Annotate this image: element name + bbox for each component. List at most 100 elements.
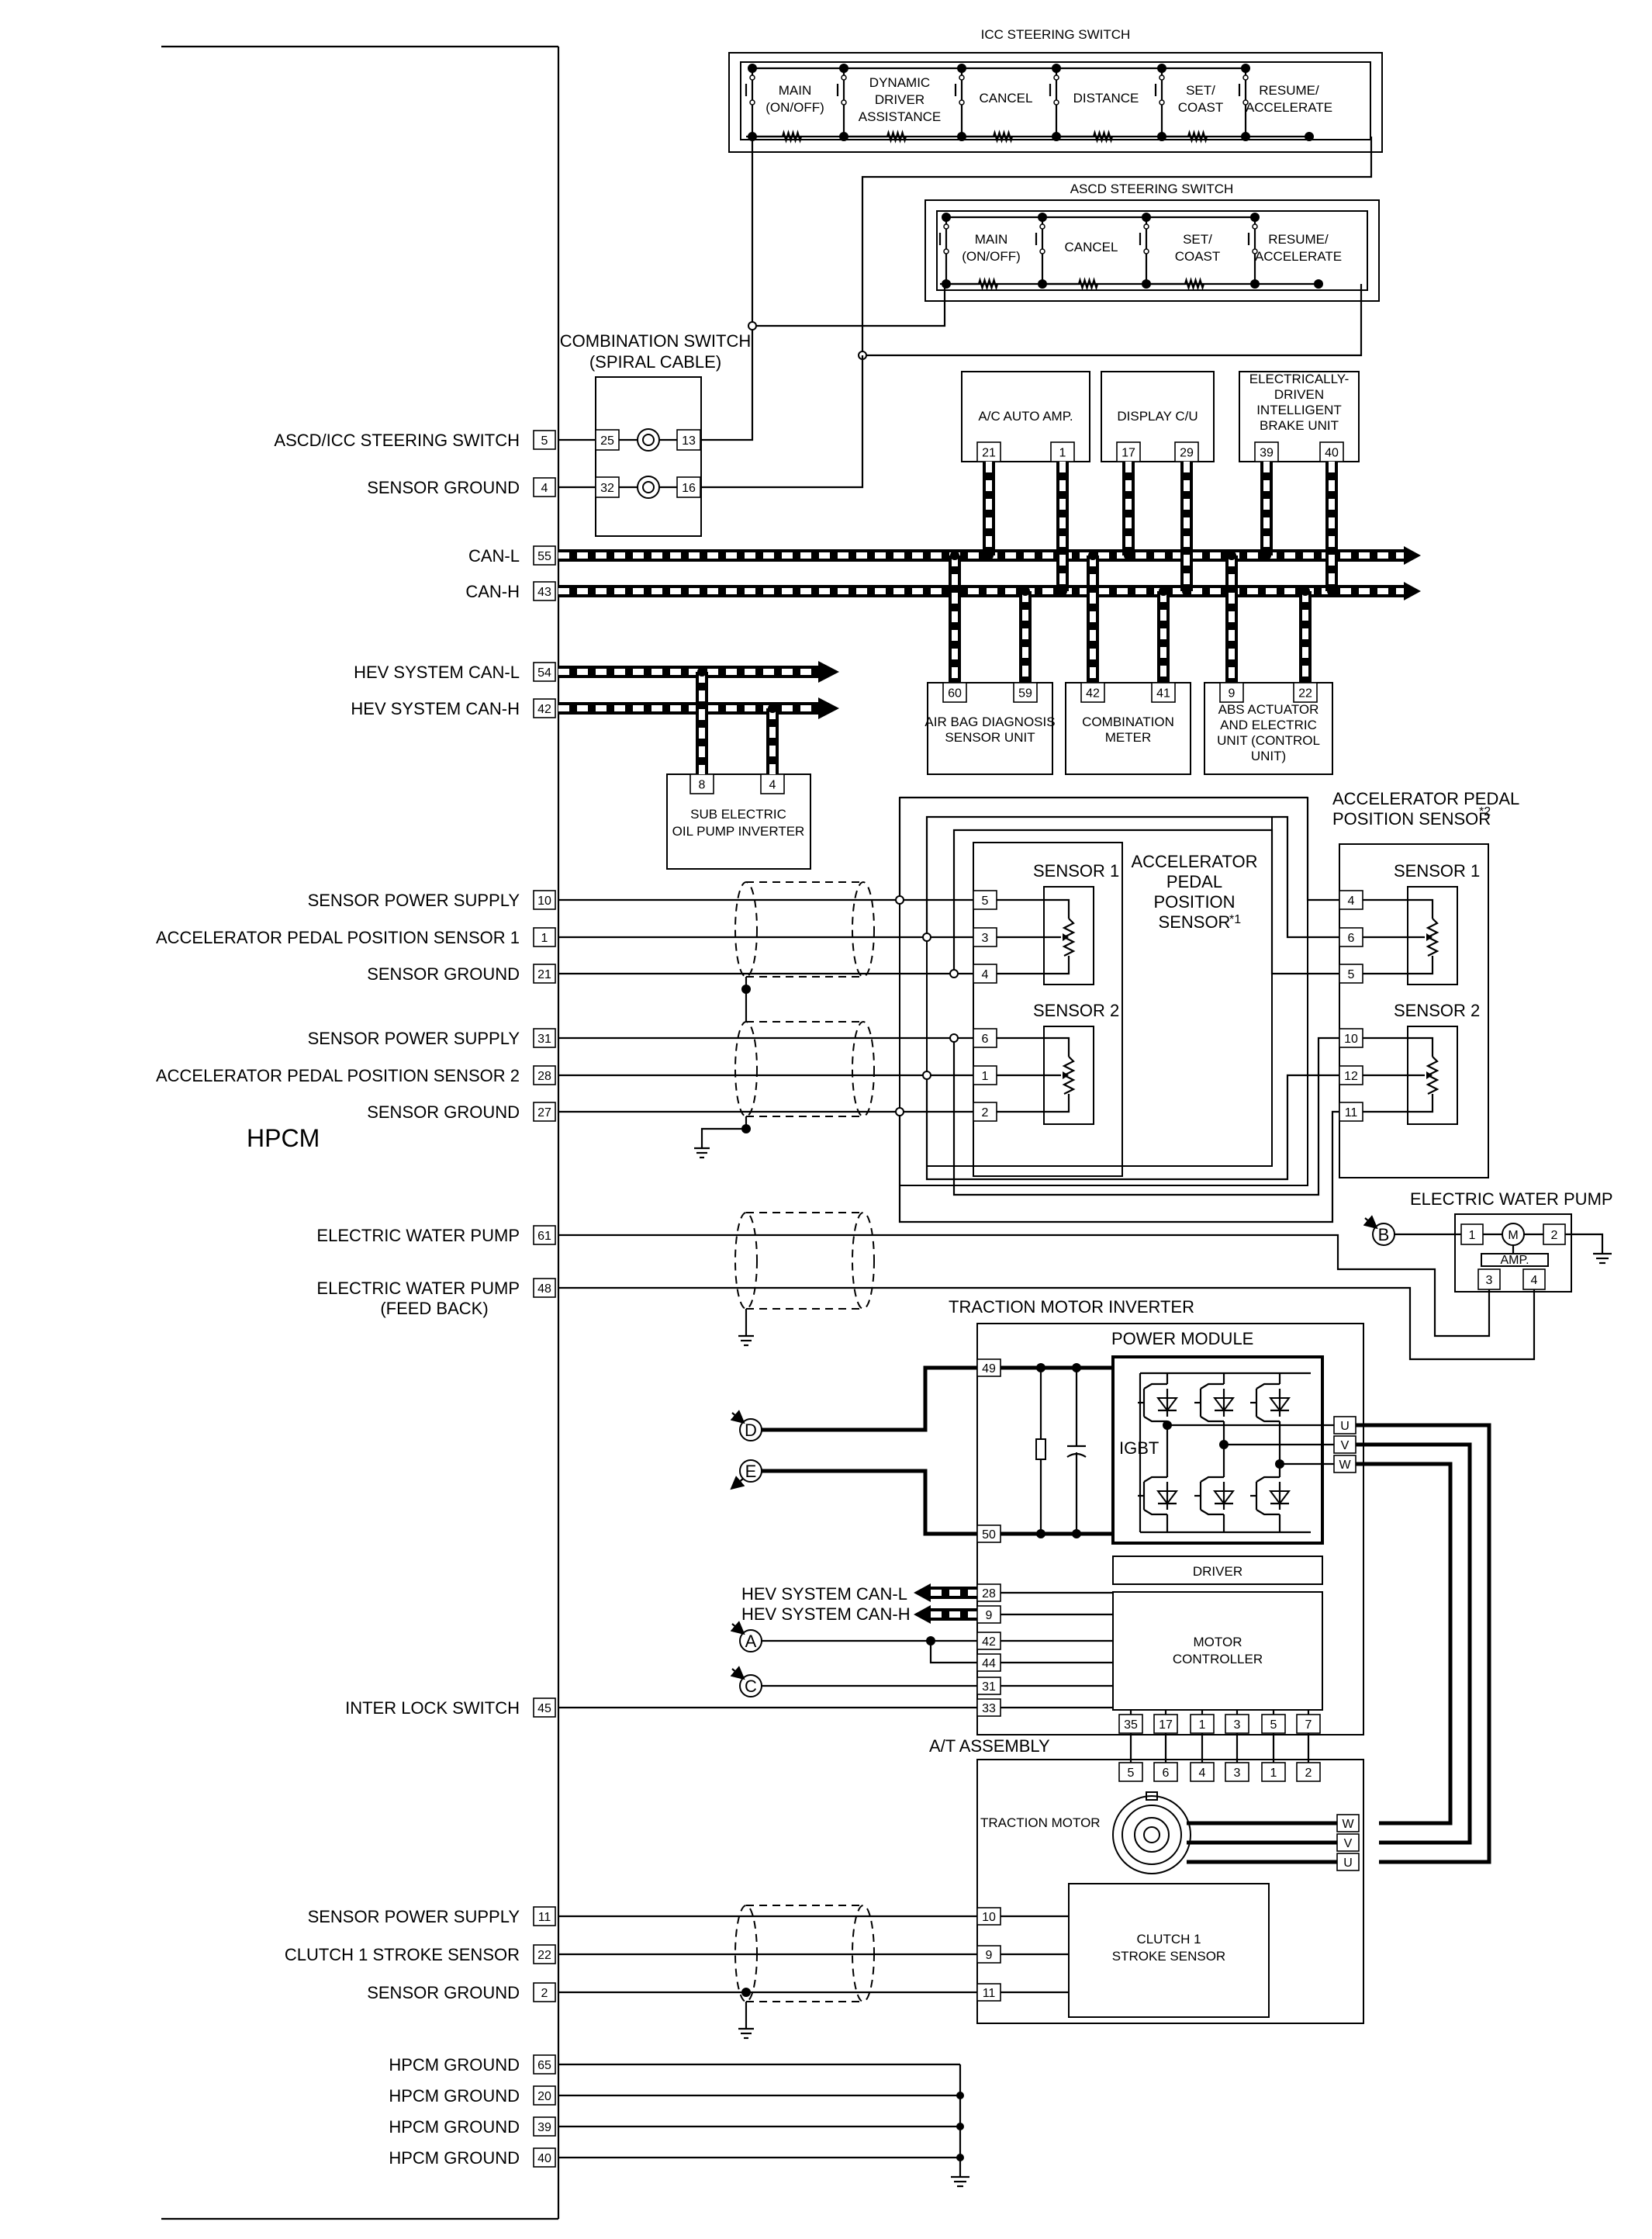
icc_switch-button-5-line-0: RESUME/: [1259, 83, 1319, 98]
wire: [1200, 1416, 1224, 1423]
hpcm-pin-21-label: SENSOR GROUND: [367, 964, 520, 984]
wire: [1356, 1423, 1491, 1864]
junction-dot: [949, 1033, 959, 1043]
arrow-left: [914, 1605, 931, 1624]
inv-U: U: [1340, 1420, 1350, 1433]
app1-sensor1-label: SENSOR 1: [1033, 861, 1119, 881]
can-unit-2-pin-40: 40: [1325, 447, 1339, 460]
app1-title-line-0: ACCELERATOR: [1131, 852, 1257, 871]
junction-dot: [741, 1124, 751, 1133]
app2-s2-pin-12-box: [1339, 1065, 1363, 1085]
app1-s2-pin-1: 1: [982, 1070, 989, 1083]
wire: [1044, 1036, 1070, 1057]
wire: [1256, 1509, 1280, 1516]
hpcm-pin-5: 5: [541, 434, 548, 448]
traction-motor-symbol: [1121, 1805, 1182, 1865]
wire: [1356, 1462, 1453, 1825]
inv-V-box: [1333, 1435, 1357, 1454]
icc_switch-switch-pin: [1053, 99, 1059, 106]
can-tap: [984, 551, 994, 560]
hpcm-pin-28-box: [533, 1065, 556, 1085]
wire: [1200, 1476, 1224, 1483]
can-unit-1-pin-29: 29: [1180, 447, 1194, 460]
icc_switch-switch-pin: [749, 74, 755, 81]
can-unit-b-1-pin-41: 41: [1156, 687, 1170, 701]
motor-controller-label-line-1: CONTROLLER: [1173, 1652, 1263, 1666]
junction-dot: [1072, 1363, 1081, 1372]
wire: [925, 1074, 1339, 1181]
ascd_switch-switch-pin: [1039, 248, 1045, 254]
resistor: [1184, 277, 1205, 291]
icc_switch-switch-pin: [1242, 74, 1249, 81]
wire: [700, 1116, 748, 1148]
icc_switch-button-5-line-1: ACCELERATE: [1246, 100, 1332, 115]
hpcm-pin-21: 21: [537, 968, 551, 981]
hpcm-pin-42-label: HEV SYSTEM CAN-H: [351, 699, 520, 718]
app2-title-sup: *2: [1479, 805, 1491, 818]
hpcm-pin-11-box: [533, 1906, 556, 1926]
wire: [1256, 1383, 1280, 1389]
hpcm-pin-55-box: [533, 545, 556, 566]
can-unit-2-pin-39: 39: [1260, 447, 1274, 460]
can-unit-0-name-line-0: A/C AUTO AMP.: [978, 409, 1073, 424]
hpcm-pin-4-box: [533, 477, 556, 497]
icc_switch-switch-pin: [1159, 99, 1165, 106]
hpcm-module: HPCM: [161, 45, 560, 2220]
clutch-sensor-label-line-0: CLUTCH 1: [1136, 1932, 1201, 1947]
wire: [1143, 1416, 1167, 1423]
app1-s1-pin-5-box: [973, 890, 997, 910]
app2-s2-pin-10-box: [1339, 1028, 1363, 1048]
resistor: [781, 130, 803, 144]
hpcm-pin-61-box: [533, 1225, 556, 1245]
wire: [762, 1469, 977, 1536]
hpcm-pin-20: 20: [537, 2090, 551, 2103]
hpcm-pin-1: 1: [541, 932, 548, 945]
inv-bottom-pin-5: 5: [1270, 1718, 1277, 1732]
hpcm-pin-39: 39: [537, 2121, 551, 2134]
wire: [1143, 1383, 1167, 1389]
can-unit-b-1-pin-42: 42: [1086, 687, 1100, 701]
can-unit-b-2-name-line-3: UNIT): [1251, 749, 1286, 763]
junction-dot: [1275, 1459, 1284, 1469]
wire: [1044, 1094, 1070, 1113]
arrow-left: [914, 1583, 931, 1602]
can-tap: [1124, 551, 1133, 560]
wire: [1356, 1442, 1472, 1845]
can-unit-1: [1101, 371, 1215, 462]
hpcm-pin-43-box: [533, 581, 556, 601]
hpcm-pin-22-box: [533, 1944, 556, 1964]
can-unit-b-2-name-line-0: ABS ACTUATOR: [1218, 702, 1319, 717]
hpcm-pin-65: 65: [537, 2059, 551, 2072]
resistor: [1092, 130, 1114, 144]
inv-pin-33: 33: [982, 1702, 996, 1715]
igbt-diode: [1213, 1490, 1235, 1505]
wire: [1143, 1509, 1167, 1516]
ascd_switch-switch-node: [1250, 213, 1260, 222]
wiper-arrow: [1063, 1071, 1069, 1079]
water-pump-title: ELECTRIC WATER PUMP: [1410, 1189, 1613, 1209]
icc_switch-switch-pin: [959, 74, 965, 81]
can-unit-b-0-name-line-0: AIR BAG DIAGNOSIS: [924, 715, 1055, 729]
hpcm-pin-20-box: [533, 2085, 556, 2106]
traction-motor-inverter: TRACTION MOTOR INVERTER POWER MODULE IGB…: [558, 1297, 1491, 1864]
app1-s1-pin-4: 4: [982, 968, 989, 981]
icc_switch-button-4-line-0: SET/: [1186, 83, 1215, 98]
ascd_switch-switch-pin: [1039, 223, 1045, 230]
inv-U-box: [1333, 1416, 1357, 1434]
at-pin-4-box: [1190, 1762, 1215, 1782]
icc-switch-title: ICC STEERING SWITCH: [981, 27, 1131, 42]
can-unit-0-pin-21: 21: [982, 447, 996, 460]
inv-pin-44-box: [976, 1653, 1001, 1672]
wire: [1200, 1509, 1224, 1516]
hpcm-pin-27: 27: [537, 1106, 551, 1120]
ascd-steering-switch: ASCD STEERING SWITCH MAIN(ON/OFF)CANCELS…: [924, 182, 1380, 302]
hpcm-pin-10: 10: [537, 895, 551, 908]
icc_switch-switch-pin: [841, 74, 847, 81]
pump-motor-symbol: M: [1508, 1229, 1518, 1242]
at-pin-2: 2: [1305, 1767, 1312, 1780]
ascd_switch-switch-pin: [1143, 223, 1149, 230]
can-tap: [1227, 551, 1236, 560]
svg-text:4: 4: [1531, 1274, 1538, 1287]
icc_switch-button-0-line-1: (ON/OFF): [766, 100, 824, 115]
